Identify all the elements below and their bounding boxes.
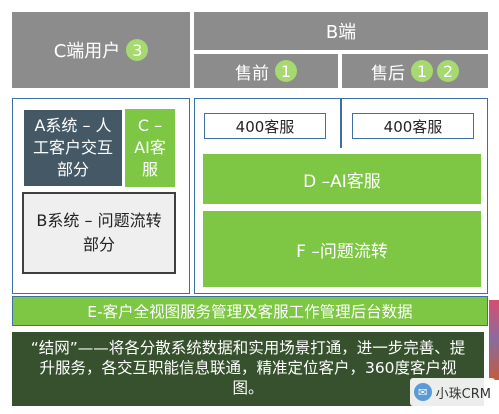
after-sales-badge-1: 1 (411, 60, 433, 82)
c-side-label: C端用户 (53, 41, 121, 62)
b-side-label: B端 (325, 22, 357, 43)
after-sales-badge-2: 2 (437, 60, 459, 82)
pre-sales-badge: 1 (275, 60, 297, 82)
system-b-label: B系统 – 问题流转部分 (36, 211, 162, 254)
after-sales-hotline-label: 400客服 (383, 117, 443, 136)
after-sales-block: 售后 1 2 (342, 54, 488, 88)
after-sales-hotline-box: 400客服 (352, 113, 474, 139)
summary-band: “结网”——将各分散系统数据和实用场景打通，进一步完善、提升服务，各交互职能信息… (12, 332, 484, 406)
pre-sales-block: 售前 1 (194, 54, 338, 88)
backend-data-bar: E-客户全视图服务管理及客服工作管理后台数据 (12, 296, 488, 326)
watermark-text: 小珠CRM (435, 386, 491, 402)
system-a-block: A系统 – 人工客户交互部分 (22, 108, 124, 188)
f-flow-block: F –问题流转 (202, 210, 482, 288)
wechat-icon: ✉ (413, 383, 432, 401)
right-panel-divider (340, 98, 342, 148)
decorative-edge-strip (489, 300, 499, 380)
pre-sales-hotline-box: 400客服 (204, 113, 326, 139)
watermark: ✉ 小珠CRM (409, 378, 495, 406)
b-side-block: B端 (194, 12, 488, 50)
c-side-badge: 3 (126, 39, 149, 61)
pre-sales-hotline-label: 400客服 (235, 117, 295, 136)
f-flow-label: F –问题流转 (296, 241, 388, 262)
summary-text: “结网”——将各分散系统数据和实用场景打通，进一步完善、提升服务，各交互职能信息… (30, 339, 466, 397)
system-b-block: B系统 – 问题流转部分 (22, 192, 176, 274)
after-sales-label: 售后 (371, 63, 405, 84)
d-ai-label: D –AI客服 (303, 171, 381, 192)
c-ai-label: C – AI客服 (134, 116, 166, 179)
pre-sales-label: 售前 (235, 63, 269, 84)
backend-data-label: E-客户全视图服务管理及客服工作管理后台数据 (87, 303, 413, 321)
d-ai-block: D –AI客服 (202, 153, 482, 205)
c-ai-block: C – AI客服 (124, 108, 176, 188)
c-side-user-block: C端用户 3 (12, 12, 190, 88)
system-a-label: A系统 – 人工客户交互部分 (32, 116, 113, 179)
left-panel-frame (12, 98, 190, 294)
